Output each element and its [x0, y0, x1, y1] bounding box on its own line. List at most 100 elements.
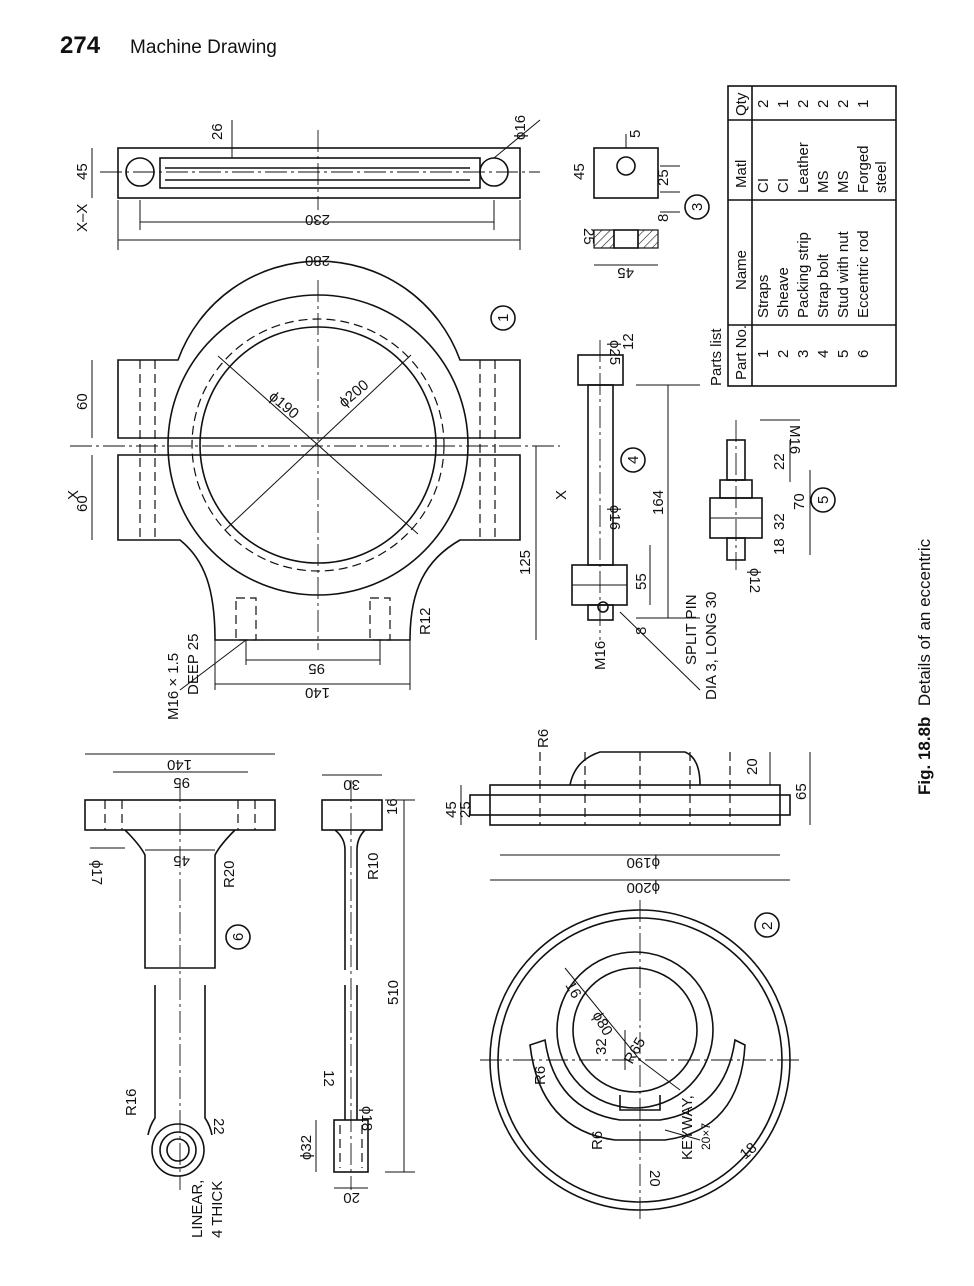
dim-text: ϕ190 — [265, 388, 302, 423]
row-matl: CI — [755, 178, 772, 193]
part-marker-label: 2 — [759, 922, 776, 930]
dim-text: 45 — [173, 852, 190, 869]
col-header-matl: Matl — [733, 160, 750, 188]
part-marker-2 — [754, 912, 780, 938]
row-qty: 1 — [775, 100, 792, 108]
dim-text: 45 — [74, 163, 91, 180]
dim-text: ϕ25 — [606, 340, 623, 365]
figure-caption: Fig. 18.8b Details of an eccentric — [915, 538, 934, 795]
part-marker-label: 3 — [689, 203, 706, 211]
dim-text: 510 — [385, 980, 402, 1005]
parts-list-title: Parts list — [708, 328, 725, 386]
dim-text: 26 — [209, 123, 226, 140]
dim-text: 230 — [305, 211, 330, 228]
dim-text: R16 — [123, 1088, 140, 1116]
page-header: 274 Machine Drawing — [60, 32, 277, 60]
section-mark: X — [553, 490, 570, 500]
section-mark: X — [65, 490, 82, 500]
dim-text: 45 — [571, 163, 588, 180]
row-name: Sheave — [775, 267, 792, 318]
strap-front-view — [70, 260, 560, 691]
dim-text: 25 — [655, 169, 672, 186]
strap-top-view — [91, 119, 541, 250]
thread-note: M16 × 1.5 — [165, 653, 182, 720]
row-no: 1 — [755, 350, 772, 358]
stud-with-nut-view — [709, 419, 811, 570]
dim-text: 25 — [457, 801, 474, 818]
row-matl: MS — [835, 171, 852, 194]
dim-text: 95 — [308, 660, 325, 677]
row-no: 2 — [775, 350, 792, 358]
dim-text: 55 — [633, 573, 650, 590]
dim-text: 8 — [633, 627, 650, 635]
strap-upper-half — [117, 260, 521, 439]
dim-text: 5 — [627, 130, 644, 138]
sheave-side-view — [460, 751, 811, 881]
dim-text: 16 — [384, 798, 401, 815]
dim-text: M16 — [592, 641, 609, 670]
dim-text: 12 — [320, 1070, 337, 1087]
row-name: Packing strip — [795, 232, 812, 318]
eccentric-rod-side-view — [315, 774, 415, 1190]
dim-text: ϕ190 — [627, 854, 660, 871]
row-matl: Leather — [795, 142, 812, 193]
dim-text: R20 — [221, 860, 238, 888]
eccentric-rod-front-view — [84, 753, 276, 1190]
strap-slot — [159, 157, 481, 189]
part-marker-5 — [810, 487, 836, 513]
sheave-front-view — [480, 900, 800, 1220]
dim-text: 20 — [744, 758, 761, 775]
row-name: Straps — [755, 275, 772, 318]
liner-note: LINEAR, — [189, 1180, 206, 1238]
strap-lower-half — [117, 454, 521, 641]
split-pin-spec: DIA 3, LONG 30 — [703, 592, 720, 700]
dim-text: ϕ17 — [88, 860, 105, 885]
dim-text: R6 — [589, 1131, 606, 1150]
dim-text: ϕ200 — [336, 377, 373, 412]
strap-bolt-view — [571, 340, 701, 691]
dim-text: 22 — [771, 453, 788, 470]
dim-text: 65 — [793, 783, 810, 800]
dim-text: R6 — [535, 729, 552, 748]
dim-text: ϕ32 — [298, 1135, 315, 1160]
dim-text: ϕ18 — [358, 1106, 375, 1131]
row-matl: CI — [775, 178, 792, 193]
dim-text: 8 — [655, 214, 672, 222]
part-marker-label: 4 — [625, 456, 642, 464]
dim-text: ϕ12 — [746, 568, 763, 593]
row-no: 4 — [815, 350, 832, 358]
dim-text: 32 — [593, 1038, 610, 1055]
strap-outline — [117, 147, 521, 199]
dim-text: R12 — [417, 607, 434, 635]
dim-text: 45 — [617, 264, 634, 281]
row-matl-cont: steel — [873, 161, 890, 193]
part-marker-6 — [225, 924, 251, 950]
packing-strip-views — [593, 134, 680, 266]
row-qty: 2 — [755, 100, 772, 108]
row-no: 3 — [795, 350, 812, 358]
dim-text: 125 — [517, 550, 534, 575]
row-name: Stud with nut — [835, 230, 852, 318]
dim-text: 20 — [343, 1189, 360, 1206]
row-matl: MS — [815, 171, 832, 194]
row-qty: 2 — [815, 100, 832, 108]
dim-text: 95 — [173, 774, 190, 791]
part-marker-4 — [620, 447, 646, 473]
col-header-qty: Qty — [733, 92, 750, 116]
keyway-size: 20×7 — [699, 1123, 713, 1150]
keyway-note: KEYWAY, — [679, 1095, 696, 1160]
dim-text: 25 — [580, 228, 597, 245]
dim-text: 45 — [443, 801, 460, 818]
col-header-name: Name — [733, 250, 750, 290]
dim-text: 32 — [771, 513, 788, 530]
dim-text: 22 — [210, 1118, 227, 1135]
section-label-xx: X–X — [74, 204, 91, 232]
dim-text: 60 — [74, 393, 91, 410]
dim-text: 140 — [305, 684, 330, 701]
dim-text: 18 — [771, 538, 788, 555]
parts-list-table — [727, 85, 897, 387]
dim-text: 30 — [343, 776, 360, 793]
book-title: Machine Drawing — [130, 37, 277, 58]
part-marker-1 — [490, 305, 516, 331]
part-marker-3 — [684, 194, 710, 220]
